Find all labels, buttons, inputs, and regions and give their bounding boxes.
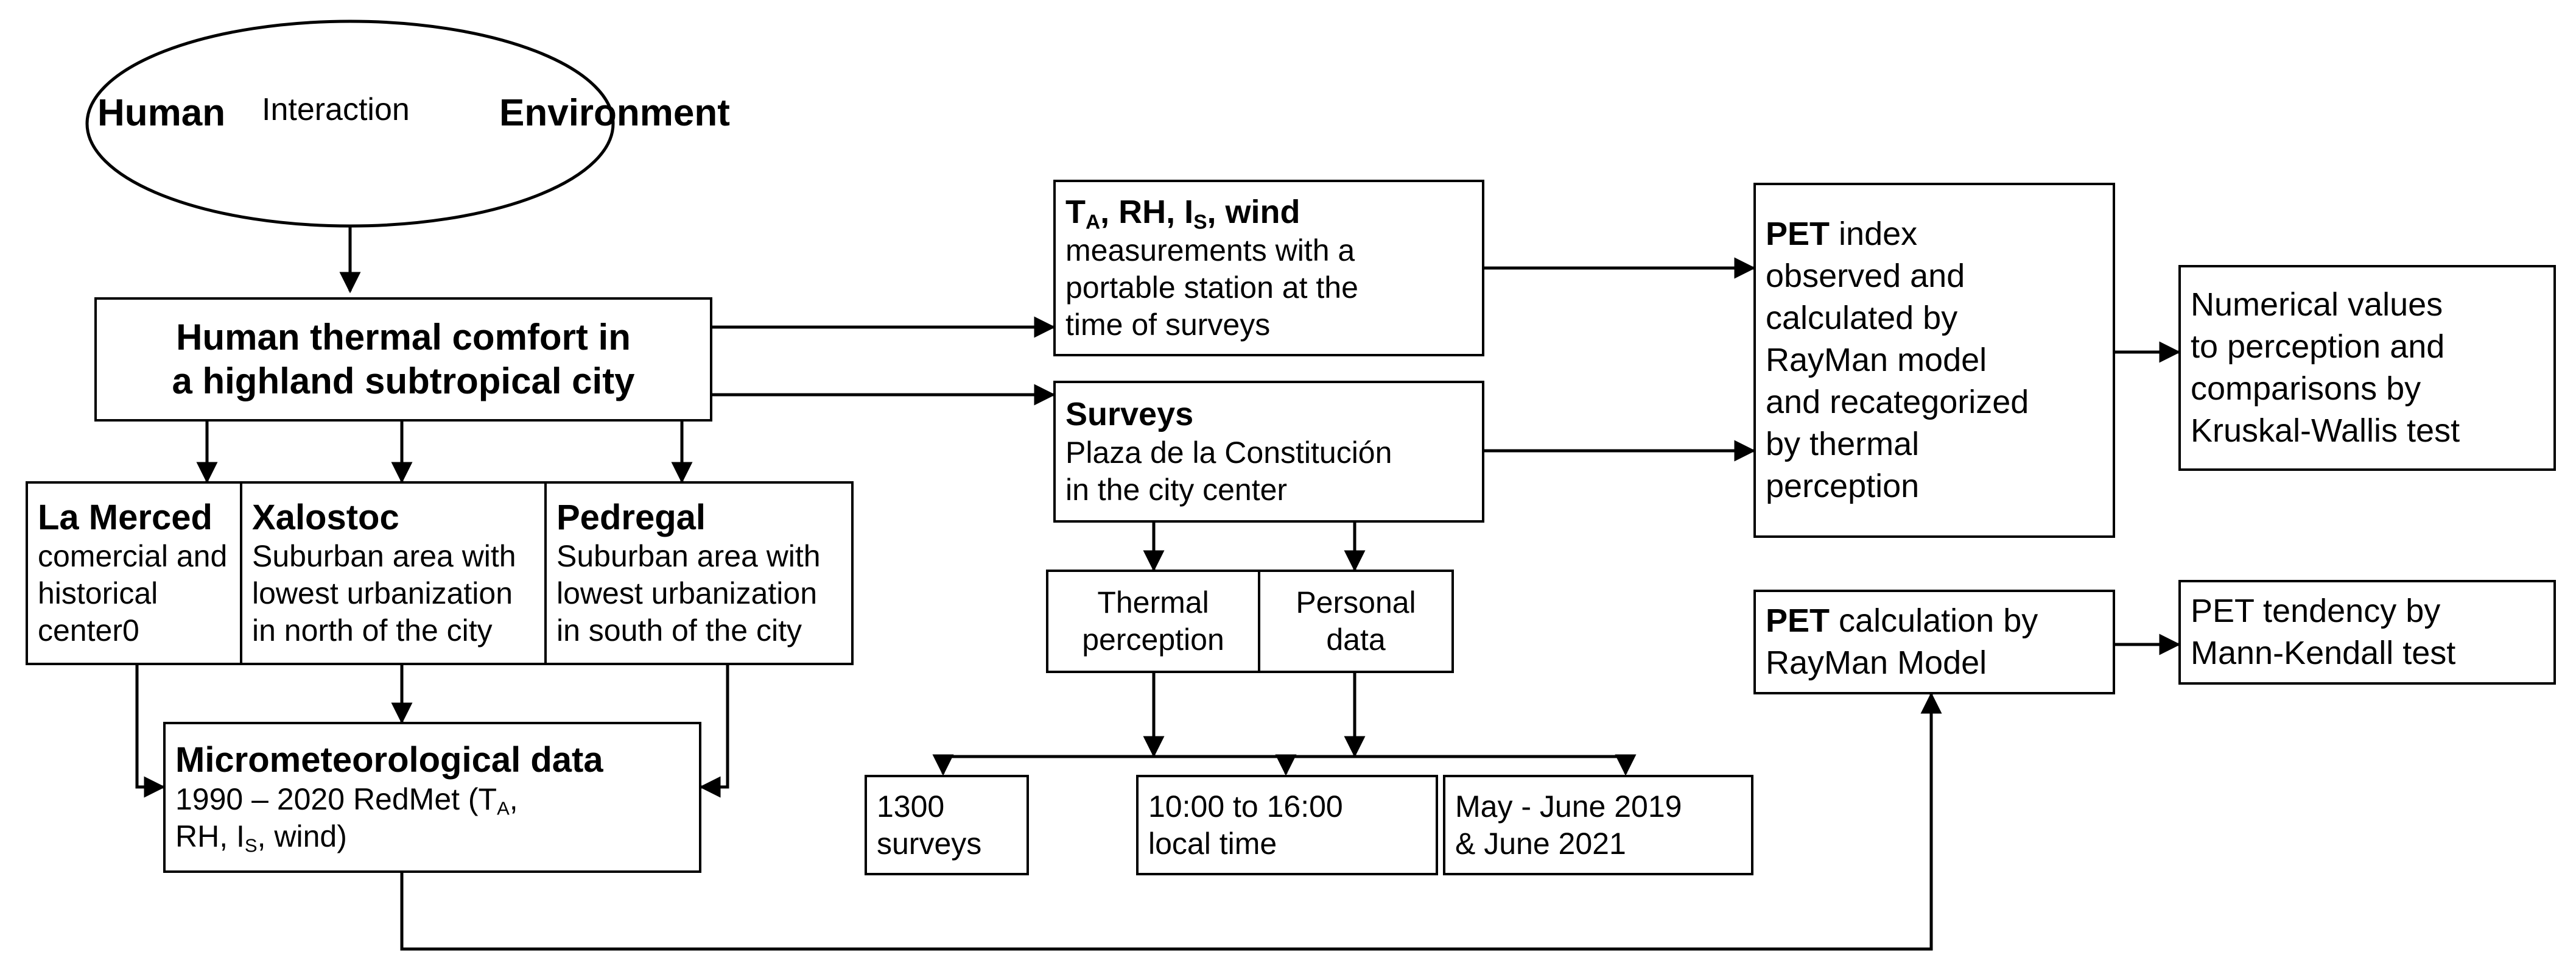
personal-data-line2: data	[1326, 623, 1386, 657]
surveys-line2: in the city center	[1065, 472, 1288, 507]
measurements-line2: portable station at the	[1065, 270, 1358, 305]
box-survey-count[interactable]: 1300 surveys	[865, 775, 1029, 875]
divider-2	[544, 484, 547, 663]
numerical-values-line3: comparisons by	[2191, 370, 2421, 407]
la-merced-title: La Merced	[38, 497, 212, 537]
conn-micro-petcalc	[400, 692, 1942, 951]
divider-3	[1258, 572, 1260, 671]
ellipse-label-interaction: Interaction	[262, 92, 410, 127]
micro-line2: RH, IS, wind)	[175, 819, 347, 856]
box-pet-calculation[interactable]: PET calculation by RayMan Model	[1753, 590, 2115, 694]
numerical-values-line2: to perception and	[2191, 328, 2445, 365]
pet-tendency-line1: PET tendency by	[2191, 592, 2441, 629]
box-numerical-values[interactable]: Numerical values to perception and compa…	[2178, 265, 2556, 471]
conn-lamerced-micro	[135, 665, 166, 798]
pet-index-line4: and recategorized	[1766, 384, 2029, 421]
pet-tendency-line2: Mann-Kendall test	[2191, 635, 2456, 671]
numerical-values-line4: Kruskal-Wallis test	[2191, 412, 2460, 450]
main-topic-line2: a highland subtropical city	[172, 361, 635, 401]
box-measurements[interactable]: TA, RH, IS, wind measurements with a por…	[1053, 180, 1484, 356]
interaction-ellipse	[85, 19, 615, 228]
la-merced-line1: comercial and	[38, 539, 228, 574]
xalostoc-title: Xalostoc	[252, 497, 399, 537]
la-merced-line3: center0	[38, 613, 139, 648]
numerical-values-line1: Numerical values	[2191, 286, 2443, 323]
pedregal-line2: lowest urbanization	[556, 576, 818, 611]
box-pet-tendency[interactable]: PET tendency by Mann-Kendall test	[2178, 580, 2556, 685]
pet-calculation-line0: PET calculation by	[1766, 602, 2038, 639]
pet-index-line0: PET index	[1766, 215, 1918, 252]
thermal-perception-line1: Thermal	[1097, 585, 1209, 619]
survey-time-line1: 10:00 to 16:00	[1148, 789, 1343, 824]
survey-months-line1: May - June 2019	[1455, 789, 1682, 824]
pedregal-line3: in south of the city	[556, 613, 802, 648]
pet-index-line3: RayMan model	[1766, 341, 1987, 378]
divider-1	[240, 484, 242, 663]
pedregal-title: Pedregal	[556, 497, 706, 537]
pet-index-line5: by thermal	[1766, 426, 1920, 463]
box-thermal-perception[interactable]: Thermal perception	[1048, 572, 1258, 671]
survey-time-line2: local time	[1148, 826, 1277, 861]
xalostoc-line3: in north of the city	[252, 613, 493, 648]
personal-data-line1: Personal	[1296, 585, 1416, 619]
micro-line1: 1990 – 2020 RedMet (TA,	[175, 782, 518, 819]
box-xalostoc[interactable]: Xalostoc Suburban area with lowest urban…	[242, 484, 544, 663]
measurements-title: TA, RH, IS, wind	[1065, 194, 1300, 234]
box-surveys[interactable]: Surveys Plaza de la Constitución in the …	[1053, 381, 1484, 523]
box-pedregal[interactable]: Pedregal Suburban area with lowest urban…	[547, 484, 851, 663]
ellipse-label-human: Human	[97, 92, 226, 134]
surveys-title: Surveys	[1065, 396, 1194, 433]
ellipse-label-environment: Environment	[499, 92, 730, 134]
pet-index-line6: perception	[1766, 468, 1920, 505]
box-micrometeorological-data[interactable]: Micrometeorological data 1990 – 2020 Red…	[163, 722, 701, 873]
pet-index-line1: observed and	[1766, 257, 1965, 294]
survey-months-line2: & June 2021	[1455, 826, 1626, 861]
pet-calculation-line1: RayMan Model	[1766, 644, 1987, 681]
surveys-line1: Plaza de la Constitución	[1065, 435, 1392, 470]
xalostoc-line1: Suburban area with	[252, 539, 516, 574]
survey-count-line1: 1300	[877, 789, 945, 824]
thermal-perception-line2: perception	[1082, 623, 1224, 657]
pedregal-line1: Suburban area with	[556, 539, 821, 574]
la-merced-line2: historical	[38, 576, 158, 611]
box-la-merced[interactable]: La Merced comercial and historical cente…	[28, 484, 240, 663]
box-main-topic[interactable]: Human thermal comfort in a highland subt…	[94, 297, 712, 422]
survey-components-group: Thermal perception Personal data	[1046, 570, 1454, 673]
measurements-line1: measurements with a	[1065, 233, 1355, 267]
study-sites-group: La Merced comercial and historical cente…	[26, 481, 854, 665]
main-topic-line1: Human thermal comfort in	[176, 317, 631, 358]
micro-title: Micrometeorological data	[175, 740, 603, 780]
box-survey-time[interactable]: 10:00 to 16:00 local time	[1136, 775, 1438, 875]
box-personal-data[interactable]: Personal data	[1260, 572, 1451, 671]
measurements-line3: time of surveys	[1065, 307, 1271, 342]
box-survey-months[interactable]: May - June 2019 & June 2021	[1443, 775, 1753, 875]
xalostoc-line2: lowest urbanization	[252, 576, 513, 611]
survey-count-line2: surveys	[877, 826, 982, 861]
pet-index-line2: calculated by	[1766, 299, 1958, 336]
box-pet-index[interactable]: PET index observed and calculated by Ray…	[1753, 183, 2115, 538]
conn-pedregal-micro	[699, 665, 729, 798]
